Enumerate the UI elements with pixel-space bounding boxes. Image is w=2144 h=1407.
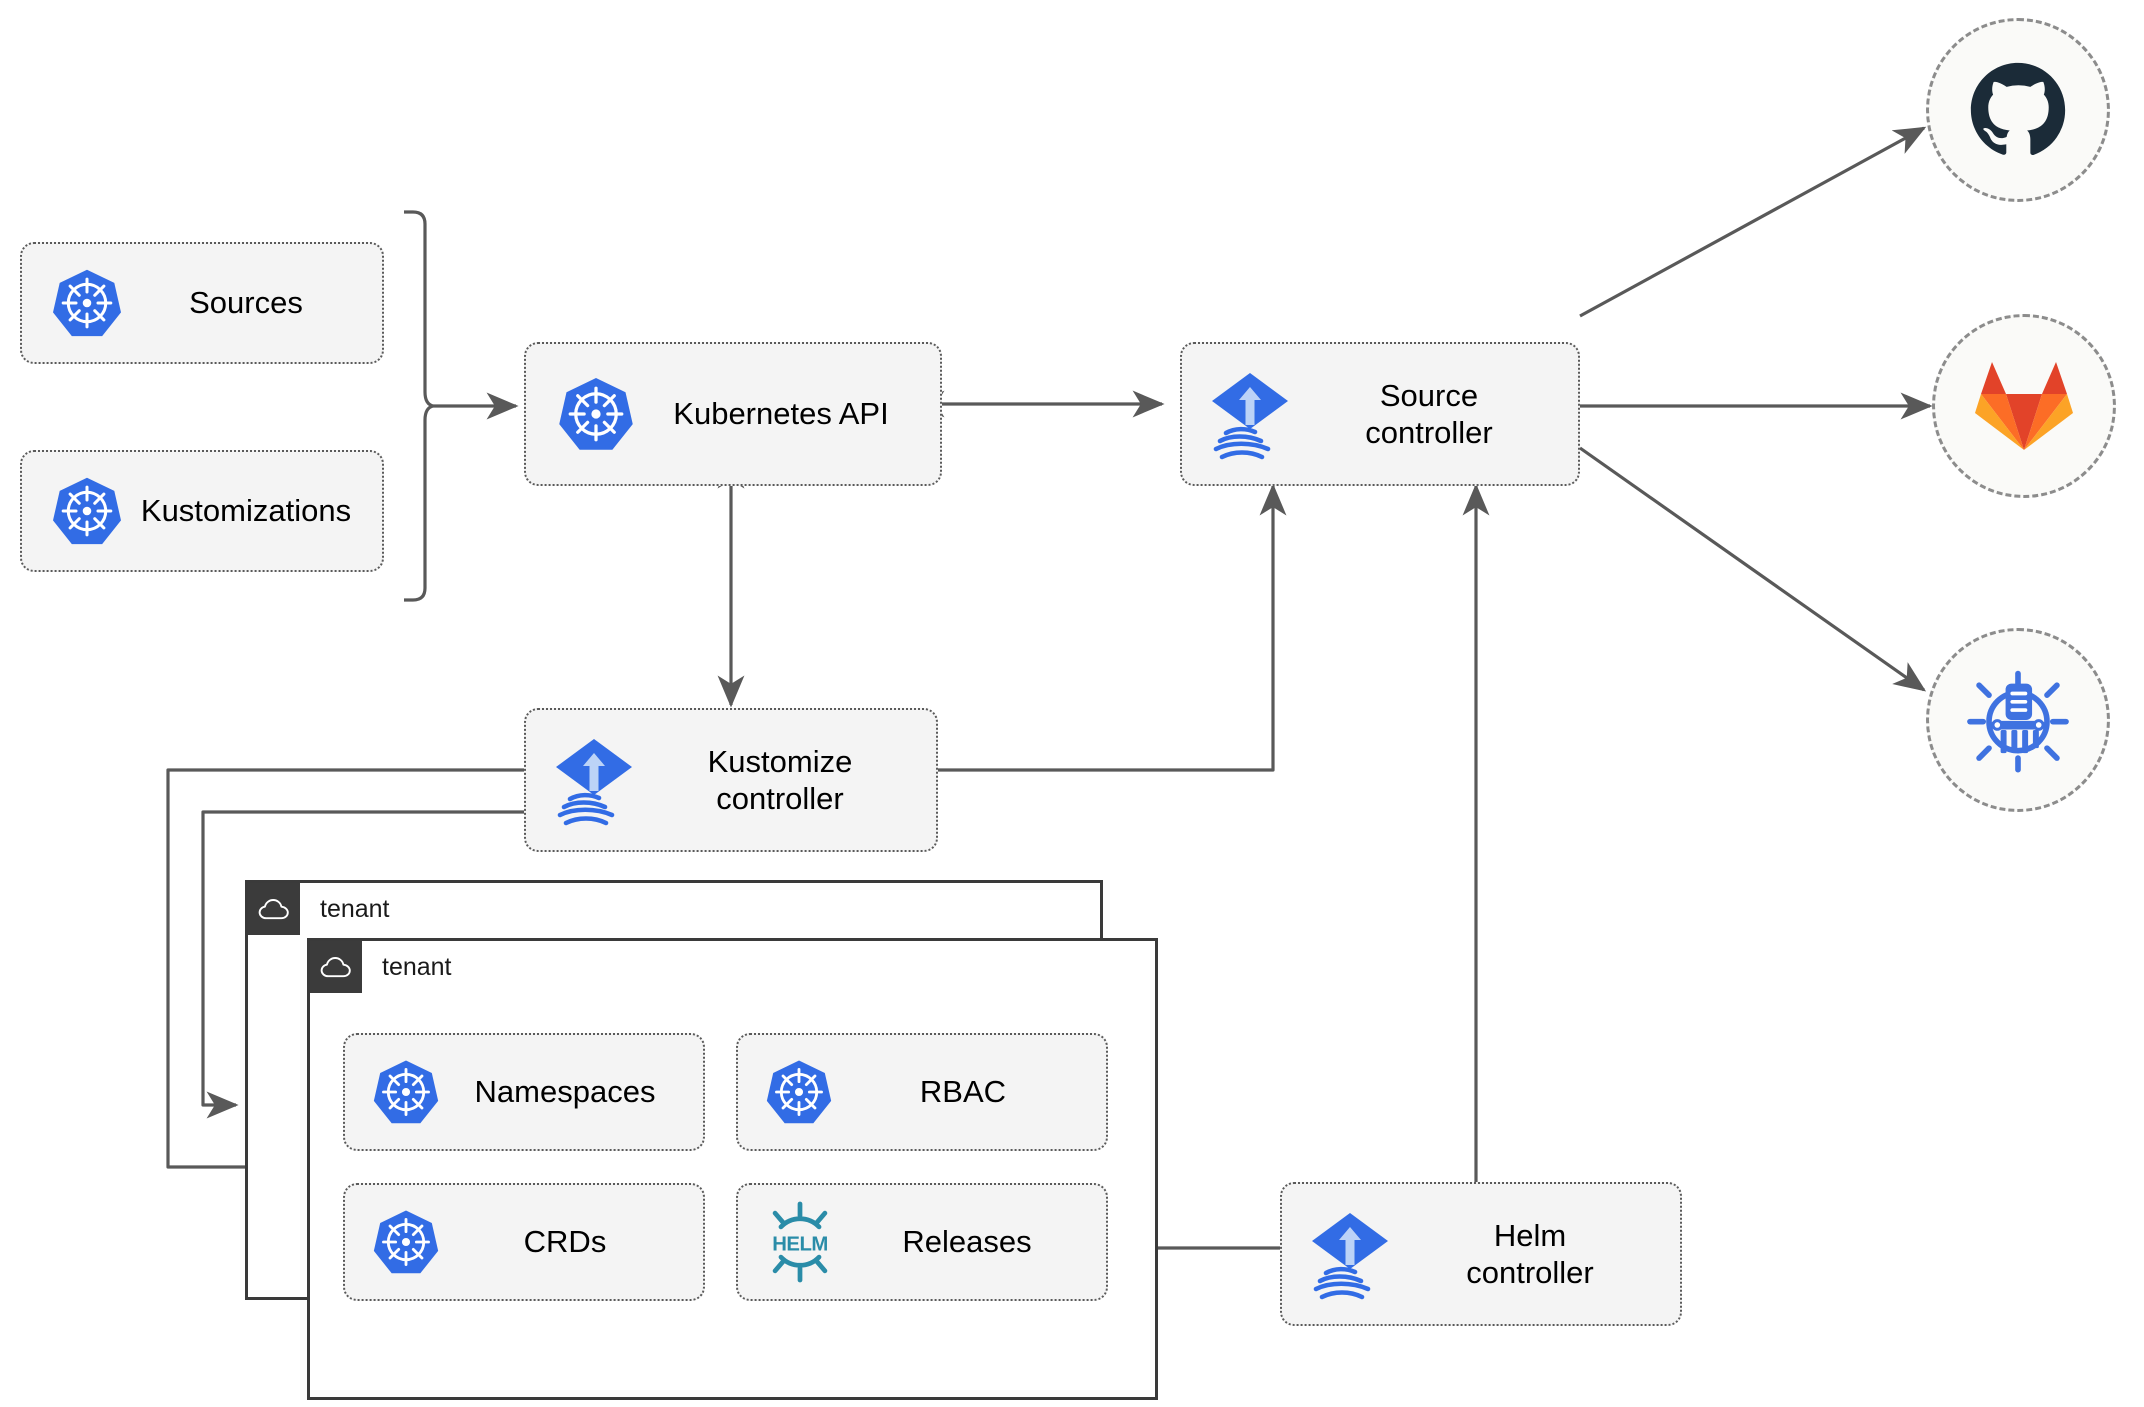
provider-gitlab[interactable] [1932, 314, 2116, 498]
node-crds[interactable]: CRDs [343, 1183, 705, 1301]
tenant-outer-label: tenant [320, 894, 390, 923]
tenant-inner-container: tenant [307, 938, 1158, 1400]
node-label: Helm controller [1466, 1217, 1594, 1290]
provider-helm-registry[interactable] [1926, 628, 2110, 812]
tenant-inner-label: tenant [382, 952, 452, 981]
node-kubernetes-api[interactable]: Kubernetes API [524, 342, 942, 486]
svg-text:HELM: HELM [772, 1234, 828, 1256]
cloud-icon [248, 883, 300, 935]
node-sources[interactable]: Sources [20, 242, 384, 364]
wire-source-to-github [1579, 126, 1927, 318]
node-label: Namespaces [474, 1074, 656, 1110]
kubernetes-icon [22, 474, 124, 548]
node-label: RBAC [919, 1074, 1007, 1110]
node-releases[interactable]: HELM Releases [736, 1183, 1108, 1301]
kubernetes-icon [345, 1057, 441, 1127]
cloud-icon [310, 941, 362, 993]
node-kustomize-controller[interactable]: Kustomize controller [524, 708, 938, 852]
node-source-controller[interactable]: Source controller [1180, 342, 1580, 486]
node-label: Releases [902, 1224, 1032, 1260]
node-label: Sources [189, 285, 303, 321]
flux-icon [526, 733, 638, 827]
node-label: CRDs [523, 1224, 607, 1260]
node-label: Kustomize controller [707, 743, 853, 816]
node-helm-controller[interactable]: Helm controller [1280, 1182, 1682, 1326]
flux-icon [1282, 1207, 1394, 1301]
provider-github[interactable] [1926, 18, 2110, 202]
brace-custom-resources [404, 210, 435, 602]
node-label: Source controller [1365, 377, 1493, 450]
tenant-inner-header: tenant [310, 941, 452, 993]
kubernetes-icon [738, 1057, 834, 1127]
tenant-outer-header: tenant [248, 883, 390, 935]
node-label: Kubernetes API [673, 396, 889, 432]
wire-source-to-helm-registry [1579, 446, 1927, 692]
node-namespaces[interactable]: Namespaces [343, 1033, 705, 1151]
node-kustomizations[interactable]: Kustomizations [20, 450, 384, 572]
helm-icon: HELM [738, 1200, 842, 1284]
gitlab-icon [1974, 358, 2074, 454]
node-rbac[interactable]: RBAC [736, 1033, 1108, 1151]
kubernetes-icon [345, 1207, 441, 1277]
kubernetes-icon [22, 266, 124, 340]
wire-kustomize-to-source-controller [938, 483, 1287, 772]
flux-icon [1182, 367, 1294, 461]
helm-registry-icon [1965, 667, 2071, 773]
github-icon [1966, 58, 2070, 162]
kubernetes-icon [526, 374, 636, 454]
node-label: Kustomizations [140, 493, 352, 529]
